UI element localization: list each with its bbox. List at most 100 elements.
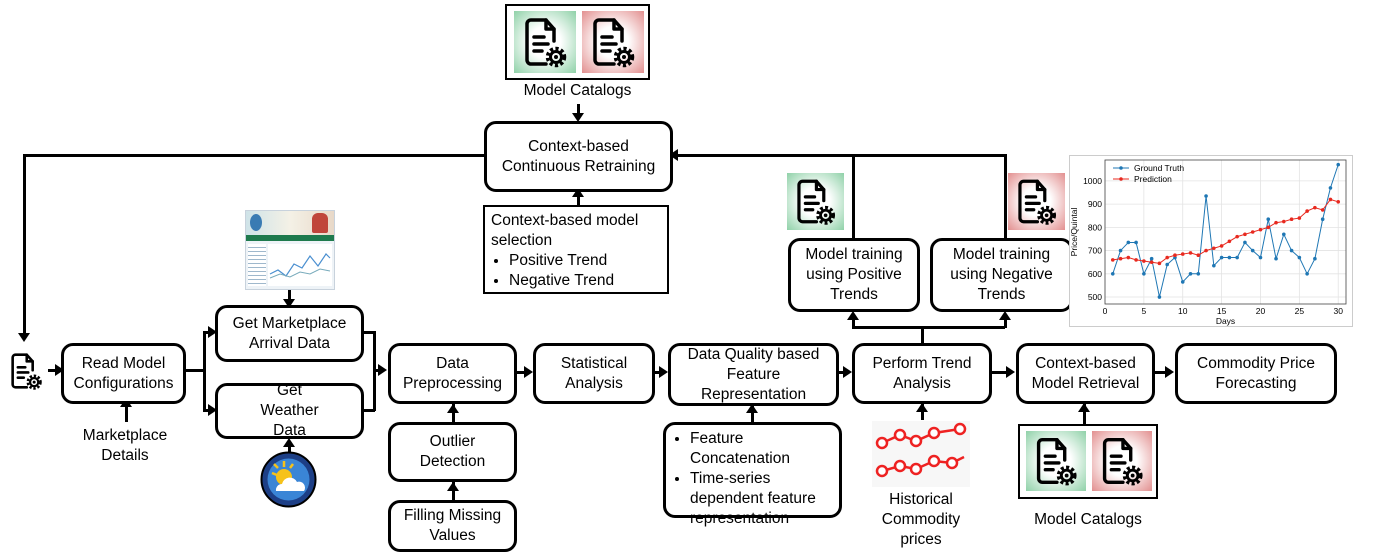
data-point: [1235, 234, 1239, 239]
model-catalogs-bottom-label: Model Catalogs: [1034, 511, 1142, 528]
data-point: [1328, 197, 1333, 202]
x-tick-label: 5: [1142, 306, 1147, 316]
data-point: [1227, 255, 1232, 260]
connector-line: [654, 371, 660, 374]
data-point: [1157, 295, 1162, 299]
arrow-head: [916, 403, 928, 412]
data-point: [1243, 232, 1247, 237]
thumb-figure: [312, 213, 328, 233]
connector-line: [921, 326, 924, 343]
data-point: [1266, 217, 1271, 222]
historical-prices-icon: [872, 421, 970, 487]
connector-line: [203, 331, 211, 334]
x-tick-label: 0: [1103, 306, 1108, 316]
data-point: [1196, 253, 1201, 258]
arrow-head: [1006, 366, 1015, 378]
legend-label: Ground Truth: [1134, 163, 1184, 173]
data-point: [1336, 162, 1341, 167]
arrow-head: [524, 366, 533, 378]
connector-line: [577, 194, 580, 206]
y-tick-label: 1000: [1083, 176, 1102, 186]
x-tick-label: 10: [1178, 306, 1188, 316]
arrow-head: [572, 113, 584, 122]
connector-line: [452, 404, 455, 422]
data-point: [1289, 248, 1294, 253]
data-point: [1118, 256, 1123, 261]
data-point: [1227, 239, 1232, 244]
data-point: [1118, 248, 1123, 253]
connector-line: [751, 406, 754, 422]
x-tick-label: 30: [1333, 306, 1343, 316]
model-selection-item: Positive Trend: [509, 251, 661, 271]
data-point: [1274, 220, 1278, 225]
arrow-head: [447, 404, 459, 413]
model-selection-box: Context-based model selection Positive T…: [483, 205, 669, 294]
arrow-head: [208, 404, 217, 416]
y-axis-label: Price/Quintal: [1070, 208, 1079, 257]
catalog-tile-red: [1092, 431, 1152, 491]
data-point: [1188, 251, 1193, 255]
arrow-head: [208, 326, 217, 338]
config-document-icon: [3, 344, 49, 403]
document-gear-icon: [593, 18, 635, 68]
data-point: [1165, 255, 1169, 260]
data-point: [1274, 256, 1278, 261]
arrow-head: [18, 333, 30, 342]
model-catalog-top: [505, 4, 650, 80]
x-tick-label: 15: [1217, 306, 1227, 316]
arrow-head: [55, 364, 64, 376]
arrow-head: [659, 366, 668, 378]
data-point: [1149, 260, 1154, 264]
data-quality-feature-box: Data Quality based Feature Representatio…: [668, 343, 839, 406]
connector-line: [852, 154, 855, 238]
data-preprocessing-box: Data Preprocessing: [388, 343, 517, 404]
document-gear-icon: [797, 179, 836, 225]
data-point: [1305, 209, 1309, 213]
data-point: [1282, 219, 1286, 224]
connector-line: [363, 409, 375, 412]
data-point: [1258, 227, 1263, 232]
feature-list-item: Feature Concatenation: [690, 429, 833, 469]
data-point: [1235, 255, 1239, 260]
document-gear-icon: [11, 353, 42, 390]
x-tick-label: 20: [1256, 306, 1266, 316]
catalog-tile-red: [582, 11, 644, 73]
thumb-nav: [246, 235, 334, 241]
connector-line: [373, 369, 379, 372]
connector-line: [288, 444, 291, 454]
connector-line: [48, 369, 57, 372]
arrow-head: [378, 364, 387, 376]
data-point: [1250, 230, 1255, 234]
data-point: [1289, 217, 1294, 222]
arrow-head: [1165, 366, 1174, 378]
connector-line: [186, 369, 204, 372]
connector-line: [203, 409, 211, 412]
negative-model-tile: [1008, 173, 1065, 230]
arrow-head: [999, 311, 1011, 320]
connector-line: [1004, 154, 1007, 238]
data-point: [1243, 240, 1247, 245]
data-point: [1320, 217, 1325, 222]
historical-prices-label: Historical Commodity prices: [881, 491, 961, 548]
thumb-chart: [268, 244, 332, 286]
connector-line: [1004, 316, 1007, 328]
filling-missing-values-box: Filling Missing Values: [388, 500, 517, 552]
x-axis-label: Days: [1216, 316, 1235, 326]
data-point: [1134, 258, 1138, 262]
connector-line: [452, 482, 455, 500]
model-selection-title: Context-based model selection: [491, 212, 639, 249]
positive-model-tile: [787, 173, 844, 230]
data-point: [1297, 216, 1302, 220]
data-point: [1110, 272, 1115, 276]
arrow-head: [1078, 403, 1090, 412]
connector-line: [991, 371, 1007, 374]
data-point: [1180, 280, 1185, 284]
data-point: [1320, 208, 1325, 212]
data-point: [1142, 259, 1146, 263]
data-point: [1336, 200, 1341, 204]
connector-line: [363, 331, 375, 334]
connector-line: [1154, 371, 1166, 374]
plot-frame: [1104, 159, 1347, 305]
y-tick-label: 800: [1088, 222, 1102, 232]
data-point: [1126, 240, 1131, 245]
